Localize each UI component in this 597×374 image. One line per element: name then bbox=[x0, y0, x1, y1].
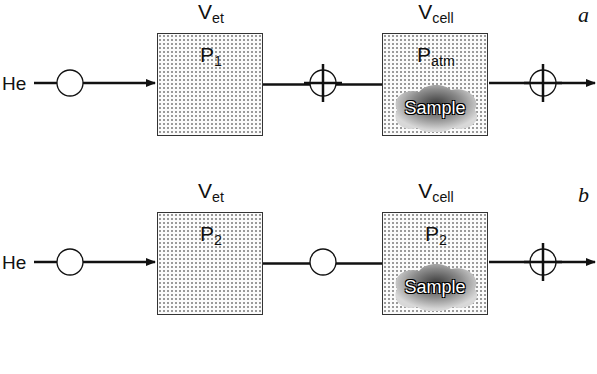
volume-label: Vet bbox=[198, 1, 224, 26]
panel-letter: b bbox=[578, 184, 589, 206]
sample-label: Sample bbox=[404, 278, 465, 296]
pressure-label: Patm bbox=[417, 44, 455, 69]
pressure-label: P2 bbox=[425, 223, 447, 248]
gas-label: He bbox=[2, 253, 26, 272]
gas-volume-box: VetP1 bbox=[157, 33, 263, 136]
sample-blob: Sample bbox=[389, 263, 481, 311]
pressure-label: P1 bbox=[200, 44, 222, 69]
gas-volume-box: VetP2 bbox=[157, 212, 263, 315]
volume-label: Vcell bbox=[418, 1, 453, 26]
volume-label: Vcell bbox=[418, 180, 453, 205]
panel-letter: a bbox=[578, 4, 589, 26]
sample-blob: Sample bbox=[389, 84, 481, 132]
sample-label: Sample bbox=[404, 99, 465, 117]
volume-label: Vet bbox=[198, 180, 224, 205]
gas-volume-box: VcellPatmSample bbox=[382, 33, 488, 136]
pressure-label: P2 bbox=[200, 223, 222, 248]
gas-label: He bbox=[2, 74, 26, 93]
gas-volume-box: VcellP2Sample bbox=[382, 212, 488, 315]
